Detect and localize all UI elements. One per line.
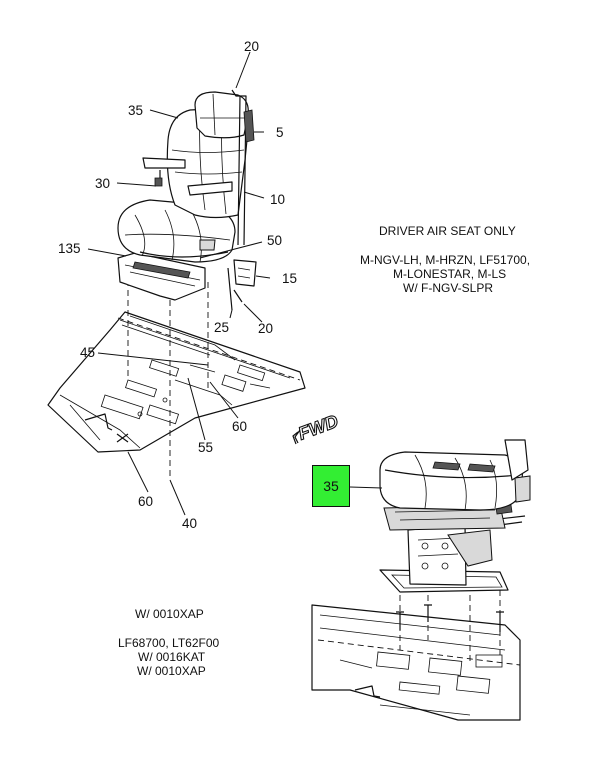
- seat-detail-right: [311, 439, 531, 721]
- callout-15: 15: [282, 271, 297, 286]
- callout-60-right: 60: [232, 419, 247, 434]
- callout-30: 30: [95, 176, 110, 191]
- callout-45: 45: [80, 345, 95, 360]
- callout-55: 55: [198, 440, 213, 455]
- note-lf-line2: W/ 0016KAT: [138, 650, 206, 664]
- note-models-line1: M-NGV-LH, M-HRZN, LF51700,: [360, 253, 531, 267]
- driver-seat-left: [117, 91, 249, 301]
- note-models-line3: W/ F-NGV-SLPR: [403, 281, 494, 295]
- fwd-label: FWD: [296, 411, 341, 444]
- leader-highlight-35: [349, 486, 383, 489]
- callout-50: 50: [267, 233, 282, 248]
- leader-lines-left: [87, 51, 271, 516]
- note-lf-line1: LF68700, LT62F00: [118, 636, 220, 650]
- callout-5: 5: [276, 125, 284, 140]
- floor-pan-left: [47, 311, 306, 453]
- callout-35: 35: [128, 103, 143, 118]
- seat-belt-left: [227, 89, 257, 311]
- fwd-arrow: FWD: [292, 410, 341, 444]
- callout-60-left: 60: [138, 494, 153, 509]
- callout-40: 40: [182, 516, 197, 531]
- callout-35-highlight[interactable]: 35: [312, 465, 350, 507]
- callout-25: 25: [214, 320, 229, 335]
- mounting-guides-left: [127, 280, 209, 480]
- note-w-0010xap: W/ 0010XAP: [135, 607, 204, 621]
- callout-20-bottom: 20: [258, 321, 273, 336]
- callout-135: 135: [58, 241, 81, 256]
- note-driver-air-seat: DRIVER AIR SEAT ONLY: [379, 224, 516, 238]
- note-lf-line3: W/ 0010XAP: [137, 664, 206, 678]
- callouts-left: 20 35 5 30 10 135 50 15 25 20 45 60 55 6…: [58, 39, 297, 531]
- note-models-line2: M-LONESTAR, M-LS: [393, 267, 507, 281]
- callout-20-top: 20: [244, 39, 259, 54]
- callout-10: 10: [270, 192, 285, 207]
